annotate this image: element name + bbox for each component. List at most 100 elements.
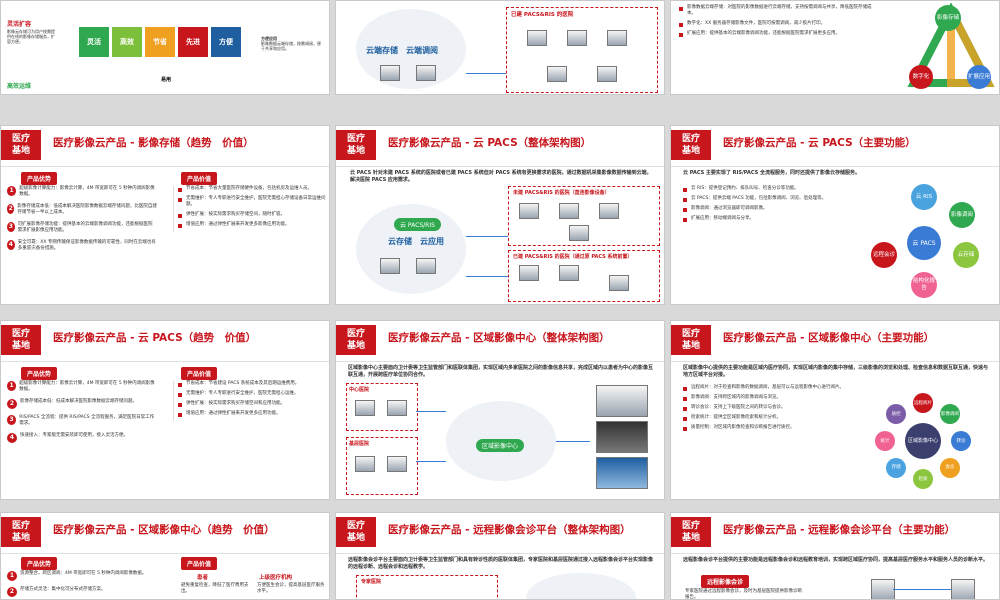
func-consult: 远程会诊 (871, 242, 897, 268)
slide-title: 医疗影像云产品 - 区域影像中心（整体架构图） (388, 332, 610, 344)
pill-remote-consult: 远程影像会诊 (701, 575, 750, 588)
slide-title: 医疗影像云产品 - 云 PACS（整体架构图） (388, 137, 592, 149)
slide-thumb-10[interactable]: 医疗基地医疗影像云产品 - 区域影像中心（趋势 价值） 产品优势 产品价值 患者… (0, 512, 330, 600)
expert-hospital-box: 专家医院 (356, 575, 498, 599)
slide-header: 医疗基地医疗影像云产品 - 远程影像会诊平台（整体架构图） (336, 513, 664, 554)
center-tag: 区域影像中心 (476, 439, 525, 452)
cloud-shape (526, 573, 636, 599)
slide-title: 医疗影像云产品 - 云 PACS（趋势 价值） (53, 332, 257, 344)
pill-value: 产品价值 (181, 367, 218, 380)
device-icon (559, 203, 579, 219)
slide-thumb-3[interactable]: 影像数据云端存储：对医院的影像数据进行云端存储，支持按需调阅与共享，降低医院存储… (670, 0, 1000, 95)
brand-badge: 医疗基地 (336, 130, 376, 160)
box-no-pacs: 未建 PACS&RIS 的医院（直连影像设备） (508, 186, 660, 246)
server-icon (569, 225, 589, 241)
box-label: 中心医院 (349, 387, 370, 393)
list-item: 扩展应用：移动端调阅与分享。 (683, 216, 863, 222)
badge-3: 节省 (145, 27, 175, 57)
cloud-label-1: 云存储 (388, 237, 412, 246)
workstation-icon (607, 30, 627, 46)
connector (416, 411, 446, 412)
connector (893, 589, 951, 590)
box-label: 未建 PACS&RIS 的医院（直连影像设备） (513, 190, 610, 196)
item-text: 影像存储成本低：低成本解决医院影像数据云端存储问题。 (20, 399, 137, 404)
item-text: 安全可靠：XX 专网传输保证影像数据传输的可靠性，同时在云端也有多重容灾备份措施… (17, 240, 156, 251)
server-icon (380, 258, 400, 274)
intro-text: 云 PACS 主要实现了 RIS/PACS 全流程服务，同时还提供了影像云存储服… (683, 170, 860, 176)
function-list: 远程阅片：对于检查和影像的数据调阅，基层可以与远程影像中心进行阅片。 影像调阅：… (683, 385, 863, 435)
item-number: 4 (7, 240, 15, 250)
slide-thumb-12[interactable]: 医疗基地医疗影像云产品 - 远程影像会诊平台（主要功能） 远程影像会诊平台提供的… (670, 512, 1000, 600)
brand-badge: 医疗基地 (1, 130, 41, 160)
device-icon (519, 203, 539, 219)
list-item: 弹性扩展：按实际需求购买存储空间，随时扩容。 (178, 212, 328, 218)
slide-header: 医疗基地医疗影像云产品 - 云 PACS（主要功能） (671, 126, 999, 167)
connector (466, 73, 506, 74)
intro-text: 云 PACS 针对未建 PACS 系统的医院或者已建 PACS 系统但对 PAC… (350, 170, 652, 183)
slide-thumb-9[interactable]: 医疗基地医疗影像云产品 - 区域影像中心（主要功能） 区域影像中心提供的主要功能… (670, 320, 1000, 500)
brand-badge: 医疗基地 (1, 517, 41, 547)
pill-value: 产品价值 (181, 557, 218, 570)
item-number: 1 (7, 186, 17, 196)
list-item: 影像调阅：通过浏览器即可调阅影像。 (683, 206, 863, 212)
item-number: 2 (7, 399, 17, 409)
badge-1: 灵活 (79, 27, 109, 57)
item-number: 1 (7, 571, 17, 581)
slide-header: 医疗基地医疗影像云产品 - 影像存储（趋势 价值） (1, 126, 329, 167)
slide-header: 医疗基地医疗影像云产品 - 区域影像中心（整体架构图） (336, 321, 664, 362)
value-list: 节省成本：节省大量医院存储硬件设备，包括机房及运维人员。无需维护：专人专职进行安… (173, 186, 328, 232)
value-list: 节省成本：节省建设 PACS 系统成本及其后期运维费用。无需维护：专人专职进行安… (173, 381, 328, 421)
item-number: 2 (7, 204, 15, 214)
ring-node: 存储 (886, 457, 907, 478)
slide-thumb-5[interactable]: 医疗基地医疗影像云产品 - 云 PACS（整体架构图） 云 PACS 针对未建 … (335, 125, 665, 305)
ring-node: 质控 (886, 404, 907, 425)
server-icon (597, 66, 617, 82)
item-text: 可扩展影像存储功能：提供基本的云端影像调阅功能，还能根据医院需求扩展影像应用功能… (17, 222, 153, 233)
cloud-label-2: 云应用 (420, 237, 444, 246)
slide-header: 医疗基地医疗影像云产品 - 区域影像中心（趋势 价值） (1, 513, 329, 554)
slide-thumb-6[interactable]: 医疗基地医疗影像云产品 - 云 PACS（主要功能） 云 PACS 主要实现了 … (670, 125, 1000, 305)
brand-badge: 医疗基地 (336, 517, 376, 547)
box-center-hospital: 中心医院 (346, 383, 418, 431)
item-text: RIS/PACS 全流程：提供 RIS/PACS 全流程服务，满足医院日常工作需… (19, 415, 155, 426)
slide-thumb-2[interactable]: 云端存储 云端调阅 已建 PACS&RIS 的医院 (335, 0, 665, 95)
workstation-icon (527, 30, 547, 46)
func-view: 影像调阅 (949, 202, 975, 228)
connector (466, 236, 508, 237)
consult-item: 专家医院通过远程影像会诊，及时为基层医院提供影像诊断报告。 (685, 589, 802, 600)
sub-label-patient: 患者 (197, 575, 209, 581)
workstation-icon (567, 30, 587, 46)
pill-advantage: 产品优势 (21, 172, 58, 185)
item-text: 超级影像计算能力：影像云计算，4M 带宽即可在 5 秒钟内调阅影像数据。 (19, 381, 155, 392)
building-icon (871, 579, 895, 599)
triangle-node-extend: 扩展应用 (967, 65, 991, 89)
item-text: 快速接入：专家版无需安装即可使用，接入灵活方便。 (20, 433, 128, 438)
device-icon (519, 265, 539, 281)
slide-thumb-8[interactable]: 医疗基地医疗影像云产品 - 区域影像中心（整体架构图） 区域影像中心主要面向卫计… (335, 320, 665, 500)
slide-thumb-1[interactable]: 灵活扩容 影像云存储可为用户按需提供在线的影像存储服务，扩容方便。 灵活高效节省… (0, 0, 330, 95)
func-report: 结构化报告 (911, 272, 937, 298)
sub-label-institution: 上级医疗机构 (259, 575, 293, 581)
cloud-labels: 云存储 云应用 (388, 236, 444, 247)
list-item: 云 RIS：提供登记预约、排队叫号、检查分诊等功能。 (683, 186, 863, 192)
box-with-pacs: 已建 PACS&RIS 的医院（通过原 PACS 系统前置） (508, 250, 660, 302)
list-item: 无需维护：专人专职进行安全维护，医院无需担心存储设备日常运维问题。 (178, 196, 328, 208)
box-label: 基层医院 (349, 441, 370, 447)
slide-title: 医疗影像云产品 - 远程影像会诊平台（主要功能） (723, 524, 956, 536)
intro-text: 远程影像会诊平台提供的主要功能是远程影像会诊和远程教育培训，实现跨区域医疗协同，… (683, 557, 989, 563)
hospital-box: 已建 PACS&RIS 的医院 (506, 7, 658, 93)
brand-badge: 医疗基地 (1, 325, 41, 355)
slide-thumb-11[interactable]: 医疗基地医疗影像云产品 - 远程影像会诊平台（整体架构图） 远程影像会诊平台主要… (335, 512, 665, 600)
hub-cloud-pacs: 云 PACS (907, 226, 941, 260)
